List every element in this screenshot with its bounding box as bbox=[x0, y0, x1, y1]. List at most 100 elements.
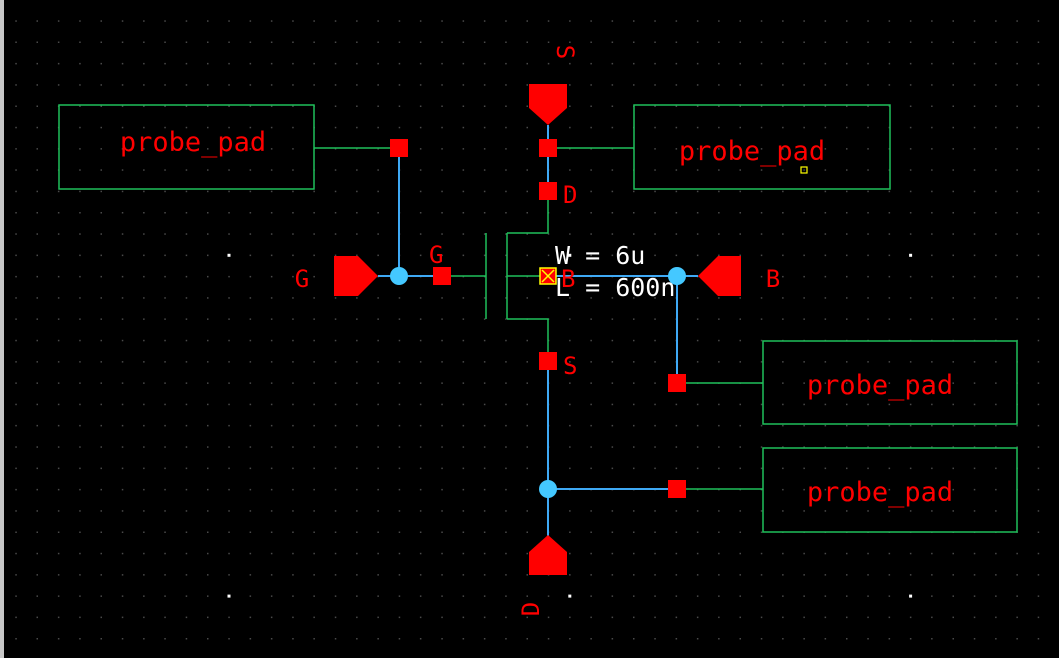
grid-dot bbox=[377, 212, 379, 214]
grid-dot bbox=[292, 616, 294, 619]
probe-pad-instance-top-left[interactable]: probe_pad bbox=[58, 104, 408, 190]
grid-dot bbox=[846, 488, 848, 491]
grid-dot bbox=[228, 105, 230, 107]
grid-dot bbox=[718, 41, 720, 43]
grid-dot bbox=[356, 488, 358, 491]
grid-dot bbox=[654, 126, 656, 129]
grid-dot bbox=[377, 297, 379, 299]
probe-pad-pin[interactable] bbox=[390, 139, 408, 157]
grid-dot bbox=[1037, 126, 1040, 129]
wires[interactable] bbox=[378, 125, 698, 540]
grid-dot bbox=[888, 212, 891, 214]
port-source[interactable]: S bbox=[529, 45, 579, 125]
mosfet-source-pin[interactable] bbox=[539, 352, 557, 370]
grid-dot bbox=[931, 446, 933, 448]
mosfet-drain-pin[interactable] bbox=[539, 182, 557, 200]
grid-dot bbox=[462, 446, 465, 448]
grid-dot bbox=[611, 531, 614, 533]
probe-pad-pin[interactable] bbox=[668, 480, 686, 498]
grid-dot bbox=[377, 20, 379, 22]
grid-dot bbox=[143, 552, 145, 555]
grid-dot bbox=[356, 233, 358, 235]
mosfet-bulk-pin[interactable] bbox=[539, 267, 557, 285]
port-gate[interactable]: G bbox=[295, 256, 378, 296]
grid-dot bbox=[888, 403, 891, 406]
grid-dot bbox=[547, 595, 550, 597]
grid-dot bbox=[143, 148, 145, 150]
grid-dot bbox=[569, 446, 571, 448]
grid-dot bbox=[782, 361, 784, 363]
grid-dot bbox=[143, 212, 145, 214]
mosfet-instance[interactable]: D G S B W = 6u L = 600n bbox=[429, 181, 675, 380]
probe-pad-pin[interactable] bbox=[668, 374, 686, 392]
grid-dot bbox=[611, 318, 614, 320]
grid-dot bbox=[952, 169, 954, 171]
grid-dot bbox=[228, 361, 230, 363]
grid-dot bbox=[760, 638, 763, 640]
grid-dot bbox=[462, 169, 465, 171]
grid-dot bbox=[441, 616, 443, 619]
grid-dot bbox=[590, 126, 592, 129]
grid-dot bbox=[846, 638, 848, 640]
grid-dot bbox=[995, 254, 997, 257]
probe-pad-instance-bottom-right[interactable]: probe_pad bbox=[668, 447, 1018, 533]
junction-bottom[interactable] bbox=[539, 480, 557, 498]
grid-dot bbox=[1037, 339, 1040, 342]
port-source-shape[interactable] bbox=[529, 84, 567, 125]
grid-dot bbox=[185, 105, 188, 107]
junction-gate[interactable] bbox=[390, 267, 408, 285]
grid-dot bbox=[164, 20, 166, 22]
grid-dot bbox=[952, 595, 954, 597]
grid-dot bbox=[185, 467, 188, 470]
grid-dot bbox=[164, 318, 166, 320]
grid-dot bbox=[952, 510, 954, 512]
grid-dot bbox=[867, 467, 869, 470]
grid-dot bbox=[185, 574, 188, 576]
grid-dot bbox=[931, 41, 933, 43]
grid-dot bbox=[888, 467, 891, 470]
grid-dot bbox=[718, 212, 720, 214]
grid-dot bbox=[760, 552, 763, 555]
grid-dot bbox=[419, 41, 422, 43]
grid-dot bbox=[143, 275, 145, 278]
probe-pad-body[interactable] bbox=[762, 447, 1018, 533]
grid-dot bbox=[36, 382, 38, 384]
grid-dot bbox=[931, 233, 933, 235]
grid-dot bbox=[995, 169, 997, 171]
port-gate-shape[interactable] bbox=[334, 256, 378, 296]
grid-dot bbox=[590, 616, 592, 619]
port-drain-shape[interactable] bbox=[529, 535, 567, 575]
junction-bulk[interactable] bbox=[668, 267, 686, 285]
grid-dot bbox=[1037, 552, 1040, 555]
grid-dot bbox=[313, 403, 315, 406]
probe-pad-instance-top-right[interactable]: probe_pad bbox=[539, 104, 891, 190]
grid-dot bbox=[888, 20, 891, 22]
grid-dot bbox=[185, 531, 188, 533]
grid-dot bbox=[909, 361, 912, 363]
grid-dot bbox=[100, 233, 102, 235]
grid-dot bbox=[611, 552, 614, 555]
grid-dot bbox=[207, 339, 209, 342]
grid-dot bbox=[143, 382, 145, 384]
port-bulk[interactable]: B bbox=[698, 256, 780, 296]
grid-dot bbox=[718, 297, 720, 299]
grid-dot bbox=[121, 467, 124, 470]
port-drain[interactable]: D bbox=[517, 535, 567, 616]
port-bulk-shape[interactable] bbox=[698, 256, 741, 296]
probe-pad-label: probe_pad bbox=[120, 127, 266, 158]
port-source-label: S bbox=[551, 45, 579, 59]
grid-dot bbox=[718, 62, 720, 65]
grid-dot bbox=[121, 169, 124, 171]
grid-dot bbox=[782, 574, 784, 576]
probe-pad-body[interactable] bbox=[58, 104, 315, 190]
probe-pad-body[interactable] bbox=[633, 104, 891, 190]
probe-pad-pin[interactable] bbox=[539, 139, 557, 157]
grid-dot bbox=[867, 488, 869, 491]
probe-pad-instance-mid-right[interactable]: probe_pad bbox=[668, 340, 1018, 425]
mosfet-gate-pin[interactable] bbox=[433, 267, 451, 285]
grid-dot bbox=[207, 212, 209, 214]
grid-dot bbox=[398, 552, 401, 555]
grid-dot bbox=[782, 212, 784, 214]
